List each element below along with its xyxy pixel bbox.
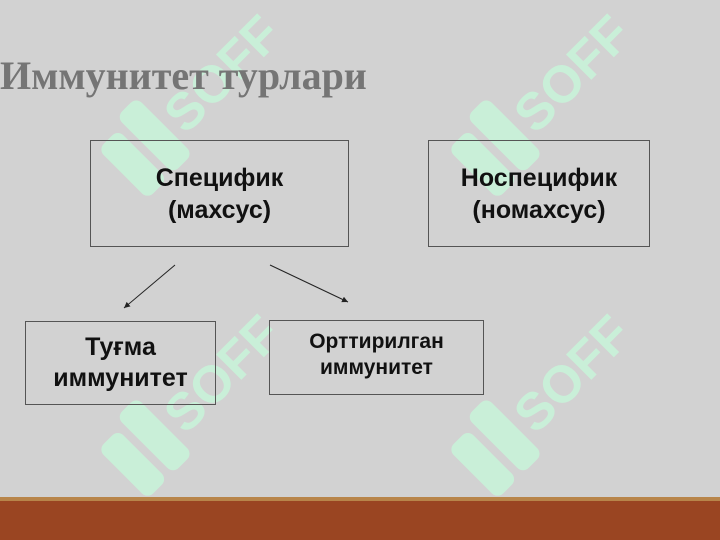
footer-divider [0, 497, 720, 501]
innate-label: Туғма [85, 332, 156, 361]
specific-immunity-box: Специфик (махсус) [90, 140, 349, 247]
nonspecific-immunity-box: Носпецифик (номахсус) [428, 140, 650, 247]
acquired-label: Орттирилган [309, 330, 444, 353]
footer-bar [0, 501, 720, 540]
specific-label: Специфик [155, 164, 284, 193]
nonspecific-sublabel: (номахсус) [472, 195, 606, 224]
acquired-sublabel: иммунитет [320, 356, 433, 380]
innate-immunity-box: Туғма иммунитет [25, 321, 216, 405]
specific-sublabel: (махсус) [167, 195, 272, 224]
nonspecific-label: Носпецифик [460, 164, 618, 193]
slide-title: Иммунитет турлари [0, 53, 367, 98]
arrow-to-acquired [269, 264, 349, 303]
svg-text:SOFF: SOFF [503, 5, 642, 144]
arrow-to-innate [123, 264, 176, 309]
svg-text:SOFF: SOFF [503, 305, 642, 444]
innate-sublabel: иммунитет [53, 364, 188, 392]
acquired-immunity-box: Орттирилган иммунитет [269, 320, 484, 395]
